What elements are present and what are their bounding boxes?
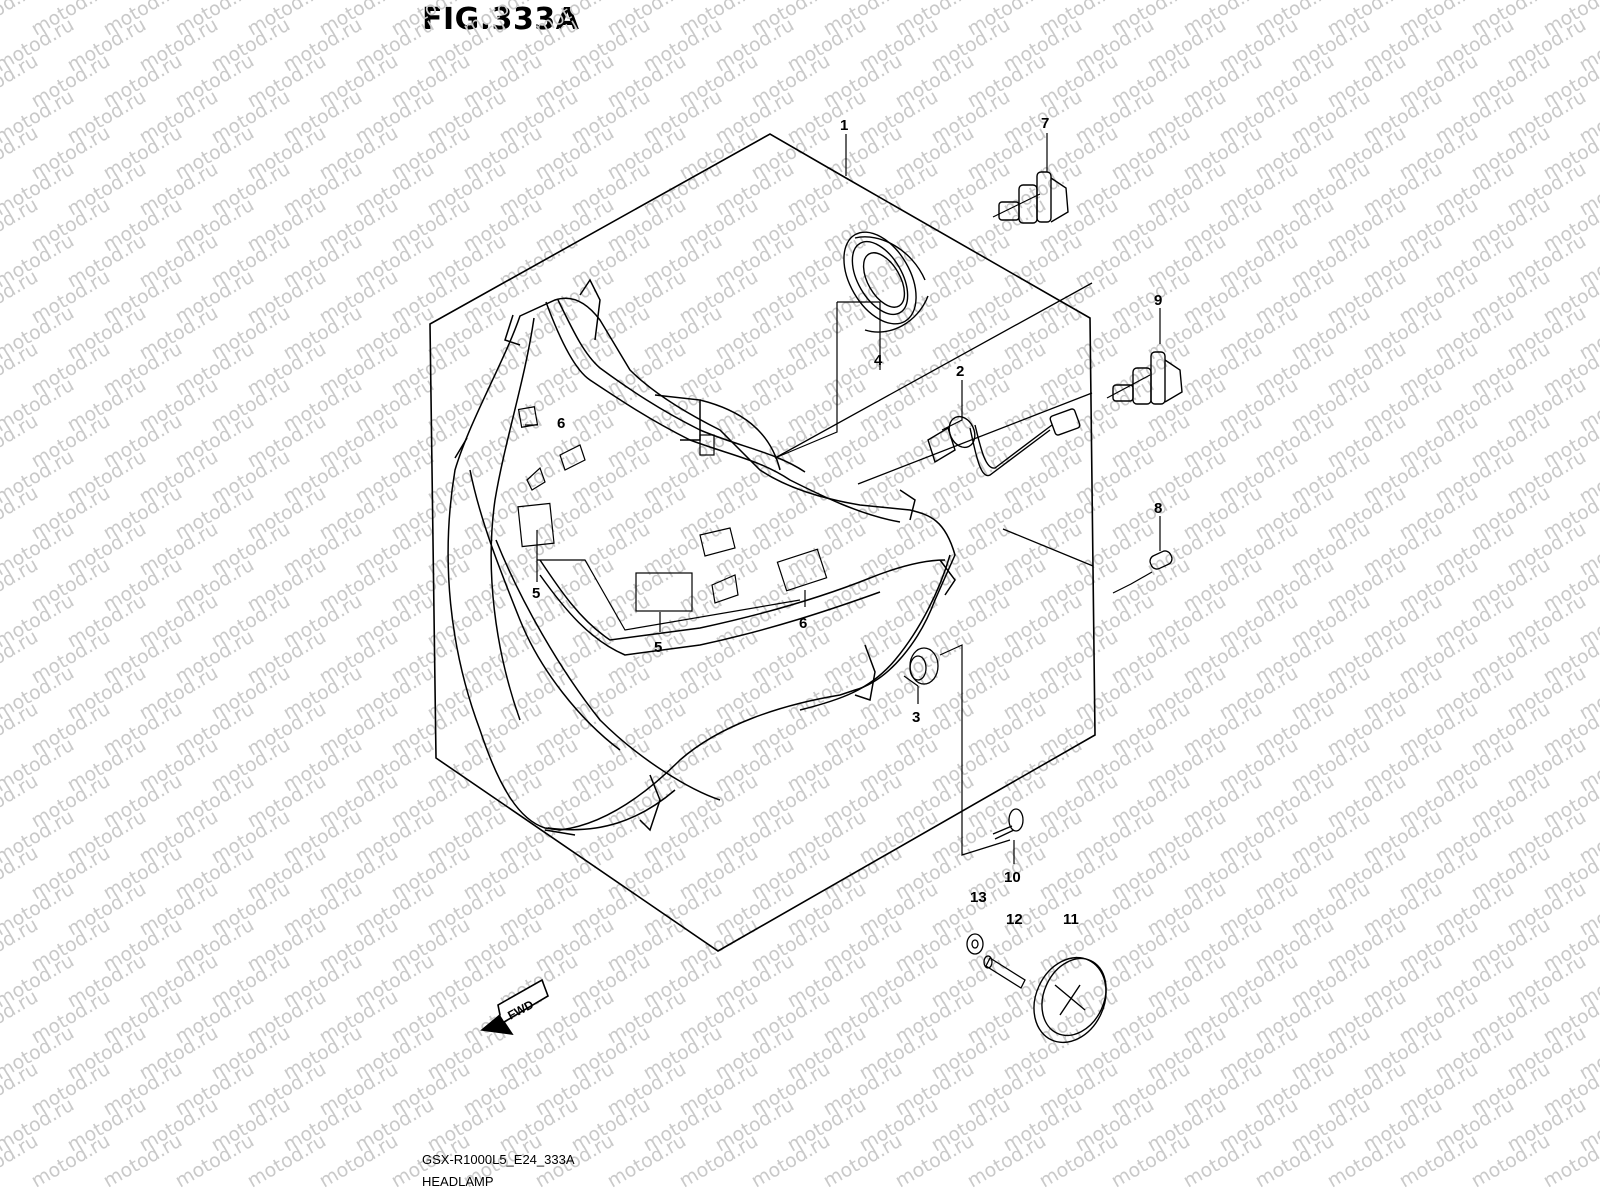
callout-5-a: 5 <box>532 585 540 602</box>
callout-12: 12 <box>1006 911 1023 928</box>
callout-3: 3 <box>912 709 920 726</box>
callout-13: 13 <box>970 889 987 906</box>
callout-10: 10 <box>1004 869 1021 886</box>
figure-name: HEADLAMP <box>422 1174 494 1189</box>
callout-6-a: 6 <box>557 415 565 432</box>
callout-11: 11 <box>1063 911 1079 928</box>
callout-5-b: 5 <box>654 639 662 656</box>
callout-8: 8 <box>1154 500 1162 517</box>
callout-2: 2 <box>956 363 964 380</box>
figure-code: GSX-R1000L5_E24_333A <box>422 1152 575 1167</box>
callout-9: 9 <box>1154 292 1162 309</box>
callout-6-b: 6 <box>799 615 807 632</box>
figure-title: FIG.333A <box>422 2 580 37</box>
callout-7: 7 <box>1041 115 1049 132</box>
callout-1: 1 <box>840 117 848 134</box>
watermark-text: motod.ru <box>1576 0 1600 4</box>
callout-4: 4 <box>874 352 883 369</box>
